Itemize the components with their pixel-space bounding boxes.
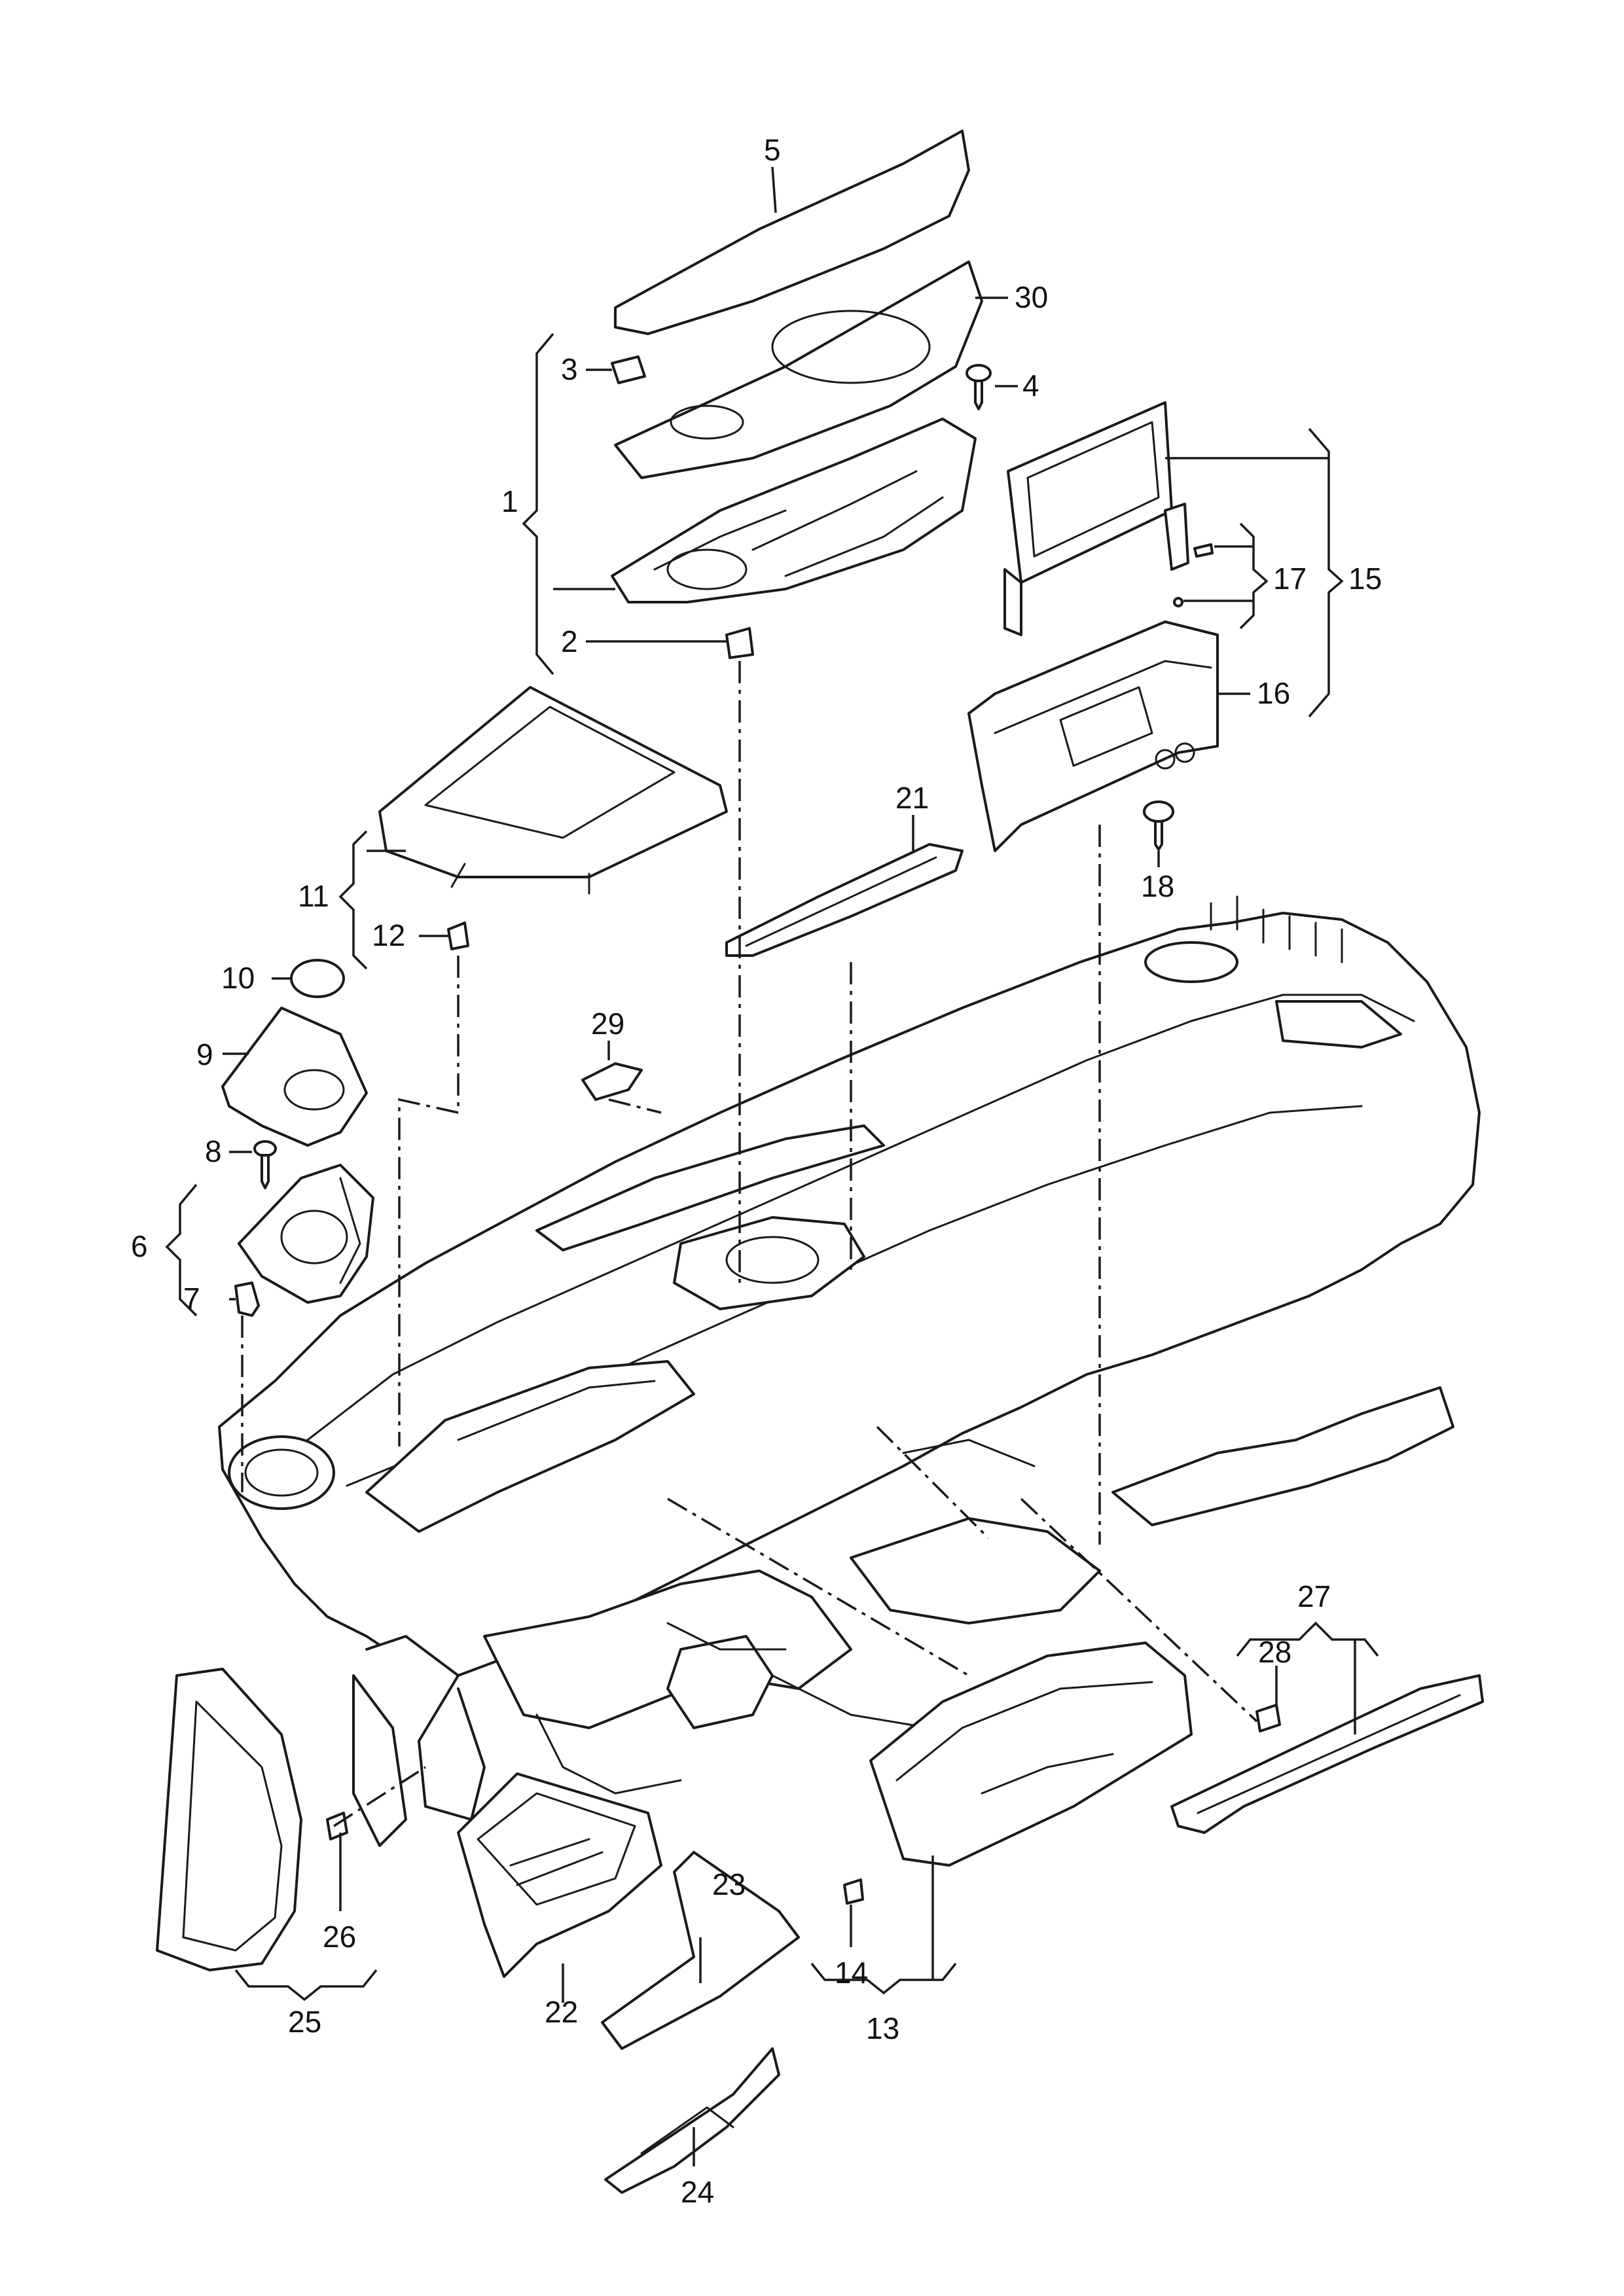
part-29-bracket (581, 1062, 643, 1101)
callout-30: 30 (1015, 280, 1048, 314)
callout-12: 12 (372, 918, 405, 952)
part-1-center-tray (611, 418, 977, 603)
callout-4: 4 (1022, 368, 1039, 403)
part-3-clip (611, 355, 646, 384)
callout-24: 24 (681, 2175, 714, 2209)
callout-22: 22 (545, 1995, 578, 2029)
part-8-screw (253, 1140, 277, 1189)
callout-2: 2 (561, 624, 578, 658)
callout-11: 11 (298, 879, 329, 913)
callout-1: 1 (501, 484, 518, 518)
callout-28: 28 (1258, 1635, 1291, 1669)
callout-29: 29 (591, 1007, 624, 1041)
part-6-vent-housing (238, 1164, 374, 1304)
callout-27: 27 (1297, 1579, 1331, 1613)
part-27-trim-strip (1170, 1674, 1484, 1834)
part-22-center-control-panel (457, 1772, 662, 1978)
dashboard-panel (218, 895, 1481, 1847)
part-21-trim-strip (725, 843, 964, 957)
callout-10: 10 (221, 961, 255, 995)
part-17-screws (1173, 543, 1214, 607)
callout-15: 15 (1348, 562, 1382, 596)
part-11-display-hood (378, 686, 728, 895)
part-7-clip (234, 1282, 260, 1317)
callout-23: 23 (712, 1867, 746, 1901)
part-28-clip (1255, 1704, 1281, 1732)
callout-18: 18 (1141, 869, 1174, 903)
callout-16: 16 (1257, 676, 1290, 710)
leader-lines (165, 166, 1379, 2166)
part-12-clip (447, 922, 469, 950)
callout-3: 3 (561, 352, 578, 386)
callout-6: 6 (131, 1229, 148, 1263)
callout-7: 7 (183, 1282, 200, 1316)
part-16-control-unit (967, 620, 1219, 852)
callout-labels: 5 30 3 4 1 2 17 15 16 21 18 11 12 10 29 … (131, 133, 1382, 2209)
part-25-end-cap (156, 1668, 302, 1971)
callout-25: 25 (288, 2005, 321, 2039)
callout-14: 14 (835, 1956, 868, 1990)
part-13-instrument-cluster (869, 1641, 1193, 1867)
callout-8: 8 (205, 1134, 222, 1168)
callout-13: 13 (866, 2011, 899, 2045)
callout-17: 17 (1273, 562, 1307, 596)
part-4-screw (965, 364, 992, 410)
part-14-clip (843, 1878, 864, 1905)
callout-26: 26 (323, 1920, 356, 1954)
part-10-ring (290, 959, 345, 998)
callout-5: 5 (764, 133, 781, 167)
part-18-screw (1143, 800, 1174, 851)
assembly-lines (241, 661, 1258, 1827)
part-24-lower-trim (604, 2047, 780, 2194)
part-15-display (1003, 401, 1189, 636)
callout-21: 21 (895, 781, 929, 815)
part-5-top-cover (614, 130, 970, 335)
part-9-vent-trim (221, 1007, 368, 1147)
part-2-clip (725, 627, 754, 659)
part-30-mat (614, 260, 983, 479)
callout-9: 9 (196, 1037, 213, 1071)
part-26-clip (326, 1812, 348, 1840)
